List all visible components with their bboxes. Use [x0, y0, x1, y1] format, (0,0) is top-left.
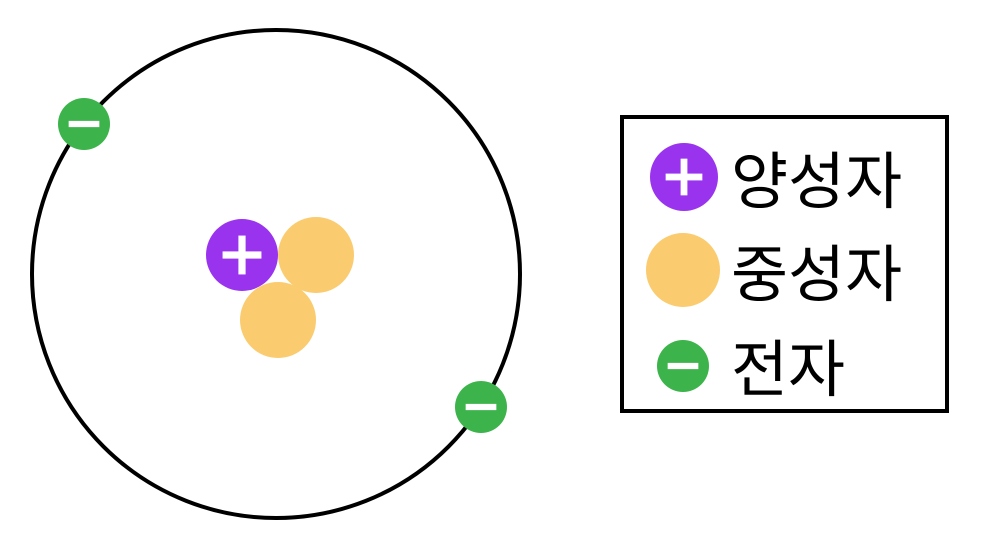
- neutron-circle: [240, 282, 316, 358]
- minus-sign: [68, 120, 100, 128]
- nucleus-particle-proton-0: [206, 219, 278, 291]
- nucleus-group: [206, 217, 354, 358]
- electrons-group: [58, 98, 507, 433]
- minus-sign: [465, 403, 497, 411]
- legend-item-label: 중성자: [731, 238, 902, 311]
- legend-item-label: 전자: [731, 333, 845, 406]
- orbiting-electron-0: [58, 98, 110, 150]
- neutron-marker: [646, 233, 720, 307]
- minus-sign: [667, 362, 699, 370]
- neutron-circle: [278, 217, 354, 293]
- plus-sign-vertical: [238, 235, 246, 275]
- orbiting-electron-1: [455, 381, 507, 433]
- plus-sign-vertical: [680, 158, 688, 196]
- legend-item-neutron: 중성자: [646, 233, 902, 311]
- nucleus-particle-neutron-1: [278, 217, 354, 293]
- electron-orbit-ring: [30, 28, 522, 520]
- nucleus-particle-neutron-2: [240, 282, 316, 358]
- legend-item-label: 양성자: [731, 145, 902, 218]
- legend-item-electron: 전자: [657, 333, 845, 406]
- legend-item-proton: 양성자: [650, 143, 902, 218]
